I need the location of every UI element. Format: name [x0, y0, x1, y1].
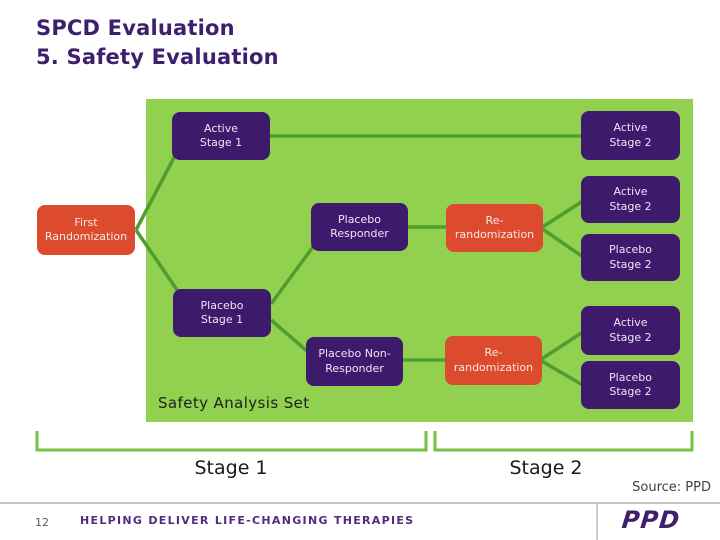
source-credit: Source: PPD	[632, 480, 711, 495]
box-placebo-non-responder: Placebo Non- Responder	[306, 337, 403, 386]
footer-vertical-divider	[596, 504, 598, 540]
title-line-1: SPCD Evaluation	[36, 16, 235, 40]
stage2-bracket	[433, 431, 694, 452]
slide-title: SPCD Evaluation 5. Safety Evaluation	[36, 14, 279, 72]
box-placebo-stage2-bottom: Placebo Stage 2	[581, 361, 680, 409]
box-re-randomization-bottom: Re- randomization	[445, 336, 542, 385]
stage2-label: Stage 2	[509, 457, 583, 479]
box-placebo-responder: Placebo Responder	[311, 203, 408, 251]
ppd-logo: PPD	[620, 506, 682, 534]
stage-brackets	[35, 431, 694, 452]
footer-tagline: HELPING DELIVER LIFE-CHANGING THERAPIES	[80, 514, 415, 527]
stage1-bracket	[35, 431, 428, 452]
box-active-stage2-bottom: Active Stage 2	[581, 306, 680, 355]
title-line-2: 5. Safety Evaluation	[36, 45, 279, 69]
box-placebo-stage1: Placebo Stage 1	[173, 289, 271, 337]
box-active-stage2-mid: Active Stage 2	[581, 176, 680, 223]
box-first-randomization: First Randomization	[37, 205, 135, 255]
safety-analysis-set-label: Safety Analysis Set	[158, 394, 310, 412]
box-placebo-stage2-mid: Placebo Stage 2	[581, 234, 680, 281]
box-active-stage1: Active Stage 1	[172, 112, 270, 160]
footer-divider-line	[0, 502, 720, 504]
box-active-stage2-top: Active Stage 2	[581, 111, 680, 160]
stage1-label: Stage 1	[194, 457, 268, 479]
page-number: 12	[35, 516, 49, 529]
box-re-randomization-top: Re- randomization	[446, 204, 543, 252]
